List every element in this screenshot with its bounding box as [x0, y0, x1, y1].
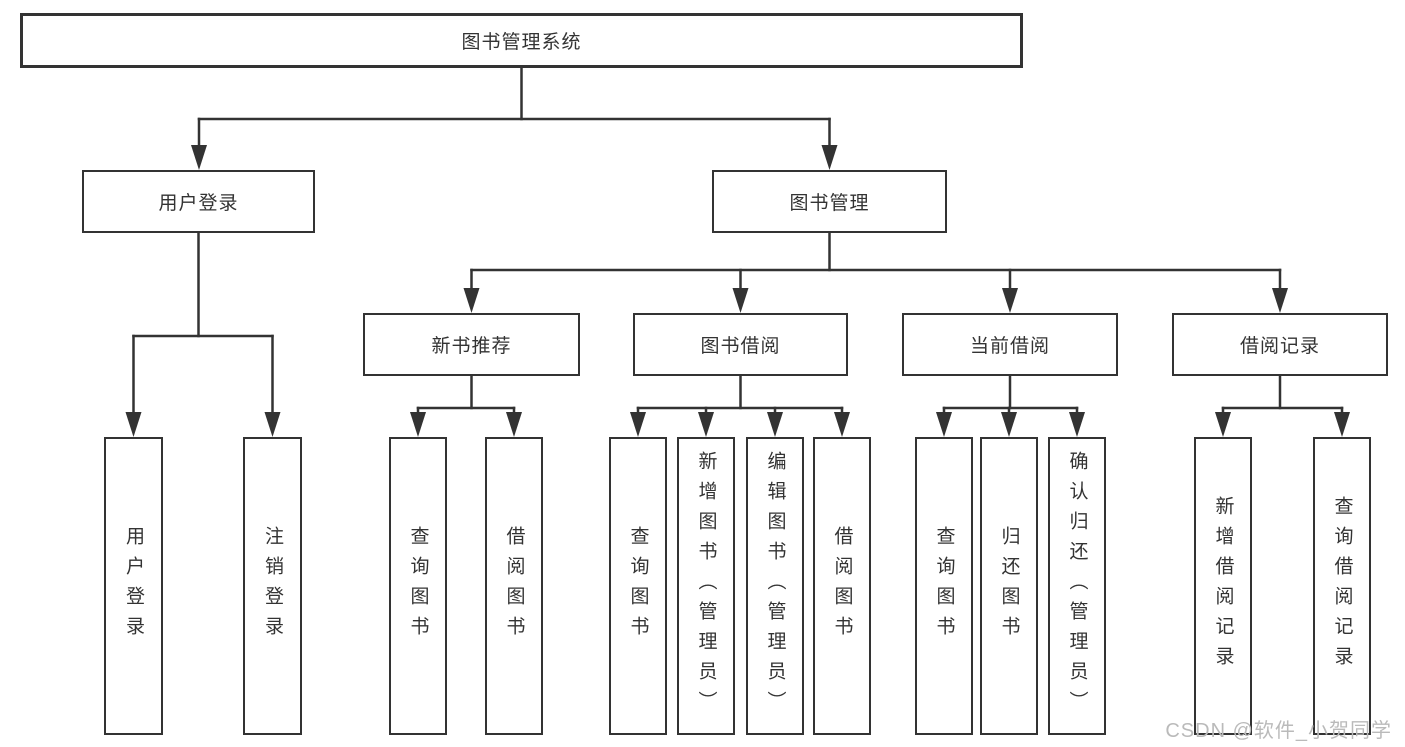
- connector-book-borrow-children: [630, 374, 850, 437]
- connector-root-to-level2: [191, 66, 838, 170]
- arrowhead: [410, 412, 426, 437]
- leaf-current-query-books: 查询图书: [915, 437, 973, 735]
- node-book-borrow: 图书借阅: [633, 313, 848, 376]
- node-book-management-label: 图书管理: [789, 193, 870, 214]
- node-current-borrow-label: 当前借阅: [969, 336, 1050, 357]
- leaf-recommend-query-books-label: 查询图书: [407, 526, 429, 646]
- arrowhead: [1215, 412, 1231, 437]
- leaf-user-login-label: 用户登录: [123, 526, 144, 646]
- leaf-current-confirm-return-label: 确认归还（管理员）: [1066, 451, 1088, 721]
- leaf-borrow-borrow-books: 借阅图书: [813, 437, 871, 735]
- arrowhead: [1334, 412, 1350, 437]
- connector-borrow-records-children: [1215, 374, 1350, 437]
- leaf-current-return-books: 归还图书: [980, 437, 1038, 735]
- node-borrow-records: 借阅记录: [1172, 313, 1388, 376]
- leaf-recommend-borrow-books: 借阅图书: [485, 437, 543, 735]
- leaf-current-query-books-label: 查询图书: [933, 526, 955, 646]
- connector-current-borrow-children: [936, 374, 1085, 437]
- node-root-label: 图书管理系统: [461, 32, 582, 53]
- arrowhead: [767, 412, 783, 437]
- connector-book-management-children: [463, 231, 1288, 313]
- leaf-user-login: 用户登录: [104, 437, 163, 735]
- node-borrow-records-label: 借阅记录: [1239, 336, 1320, 357]
- arrowhead: [264, 412, 281, 437]
- arrowhead: [1069, 412, 1085, 437]
- node-user-login: 用户登录: [82, 170, 315, 233]
- leaf-current-confirm-return: 确认归还（管理员）: [1048, 437, 1106, 735]
- arrowhead: [1001, 412, 1017, 437]
- leaf-logout: 注销登录: [243, 437, 302, 735]
- leaf-borrow-edit-books: 编辑图书（管理员）: [746, 437, 804, 735]
- leaf-records-add-record: 新增借阅记录: [1194, 437, 1252, 735]
- leaf-borrow-add-books: 新增图书（管理员）: [677, 437, 735, 735]
- node-book-management: 图书管理: [712, 170, 947, 233]
- leaf-borrow-add-books-label: 新增图书（管理员）: [695, 451, 717, 721]
- arrowhead: [698, 412, 714, 437]
- node-book-borrow-label: 图书借阅: [700, 336, 781, 357]
- node-new-book-recommend: 新书推荐: [363, 313, 580, 376]
- leaf-records-query-record: 查询借阅记录: [1313, 437, 1371, 735]
- arrowhead: [463, 288, 480, 313]
- leaf-recommend-query-books: 查询图书: [389, 437, 447, 735]
- arrowhead: [506, 412, 522, 437]
- arrowhead: [821, 145, 838, 170]
- arrowhead: [1002, 288, 1018, 313]
- leaf-records-query-record-label: 查询借阅记录: [1331, 496, 1353, 676]
- node-current-borrow: 当前借阅: [902, 313, 1118, 376]
- leaf-borrow-query-books: 查询图书: [609, 437, 667, 735]
- leaf-borrow-query-books-label: 查询图书: [627, 526, 649, 646]
- connector-new-book-recommend-children: [410, 374, 522, 437]
- node-new-book-recommend-label: 新书推荐: [431, 336, 512, 357]
- arrowhead: [630, 412, 646, 437]
- node-root: 图书管理系统: [20, 13, 1023, 68]
- arrowhead: [191, 145, 207, 170]
- arrowhead: [936, 412, 952, 437]
- arrowhead: [1272, 288, 1288, 313]
- arrowhead: [834, 412, 850, 437]
- arrowhead: [125, 412, 142, 437]
- connector-user-login-children: [125, 231, 281, 437]
- leaf-records-add-record-label: 新增借阅记录: [1212, 496, 1234, 676]
- leaf-current-return-books-label: 归还图书: [998, 526, 1020, 646]
- leaf-logout-label: 注销登录: [262, 526, 283, 646]
- leaf-borrow-edit-books-label: 编辑图书（管理员）: [764, 451, 786, 721]
- node-user-login-label: 用户登录: [158, 193, 239, 214]
- arrowhead: [732, 288, 749, 313]
- leaf-borrow-borrow-books-label: 借阅图书: [831, 526, 853, 646]
- leaf-recommend-borrow-books-label: 借阅图书: [503, 526, 525, 646]
- csdn-watermark: CSDN @软件_小贺同学: [1165, 720, 1392, 742]
